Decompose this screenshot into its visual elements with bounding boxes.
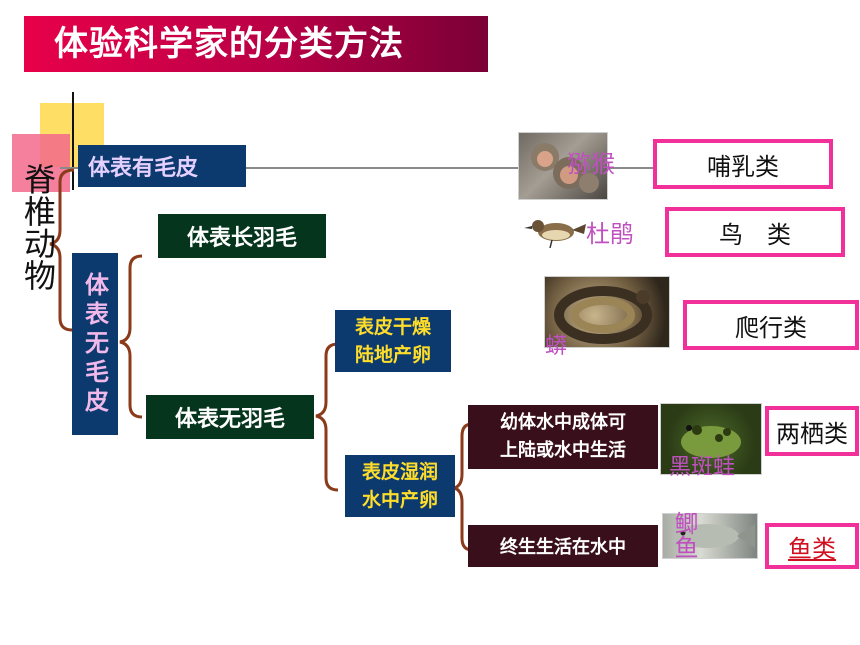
fish-photo — [662, 513, 758, 559]
monkey-icon — [531, 143, 599, 193]
node-dry-skin-line2: 陆地产卵 — [354, 344, 431, 366]
decor-vertical-line — [72, 92, 74, 190]
bird-icon — [524, 220, 586, 249]
node-larva-water: 幼体水中成体可 上陆或水中生活 — [468, 405, 658, 469]
animal-label-carp: 鲫鱼 — [670, 511, 698, 559]
python-photo — [544, 276, 670, 348]
root-label-vertebrates: 脊椎动物 — [19, 163, 57, 291]
frog-icon — [681, 425, 741, 458]
node-moist-skin: 表皮湿润 水中产卵 — [345, 455, 455, 517]
category-birds: 鸟 类 — [665, 207, 845, 257]
category-reptiles: 爬行类 — [683, 300, 859, 350]
category-amphibians: 两栖类 — [765, 406, 859, 456]
page-title: 体验科学家的分类方法 — [24, 16, 488, 72]
decor-horizontal-line — [60, 167, 660, 169]
node-larva-water-line2: 上陆或水中生活 — [500, 440, 626, 461]
node-lifelong-water-text: 终生生活在水中 — [500, 537, 626, 558]
frog-photo — [660, 403, 762, 475]
node-feathers-text: 体表长羽毛 — [186, 226, 297, 251]
node-fur-text: 体表有毛皮 — [88, 156, 199, 181]
animal-label-python: 蟒 — [545, 334, 568, 359]
node-dry-skin-line1: 表皮干燥 — [354, 316, 431, 338]
fish-icon — [675, 524, 755, 548]
brace-no-feather — [315, 342, 339, 492]
node-moist-skin-line2: 水中产卵 — [361, 489, 438, 511]
cuckoo-photo — [522, 210, 588, 250]
node-fur: 体表有毛皮 — [78, 145, 246, 187]
animal-label-cuckoo: 杜鹃 — [586, 220, 634, 248]
animal-label-frog: 黑斑蛙 — [669, 455, 736, 480]
brace-root — [49, 168, 75, 332]
brace-no-hair — [119, 254, 143, 419]
node-moist-skin-line1: 表皮湿润 — [361, 461, 438, 483]
animal-label-monkey: 猕猴 — [567, 150, 615, 178]
node-no-fur: 体表无毛皮 — [72, 253, 118, 435]
node-no-feathers: 体表无羽毛 — [146, 395, 314, 439]
category-fish-link[interactable]: 鱼类 — [765, 523, 859, 569]
node-no-feathers-text: 体表无羽毛 — [174, 407, 285, 432]
category-mammals: 哺乳类 — [653, 139, 833, 189]
node-dry-skin: 表皮干燥 陆地产卵 — [335, 310, 451, 372]
node-no-fur-text: 体表无毛皮 — [80, 271, 109, 417]
monkey-photo — [518, 132, 608, 200]
snake-icon — [554, 286, 652, 344]
node-feathers: 体表长羽毛 — [158, 214, 326, 258]
node-larva-water-line1: 幼体水中成体可 — [500, 412, 626, 433]
node-lifelong-water: 终生生活在水中 — [468, 525, 658, 567]
